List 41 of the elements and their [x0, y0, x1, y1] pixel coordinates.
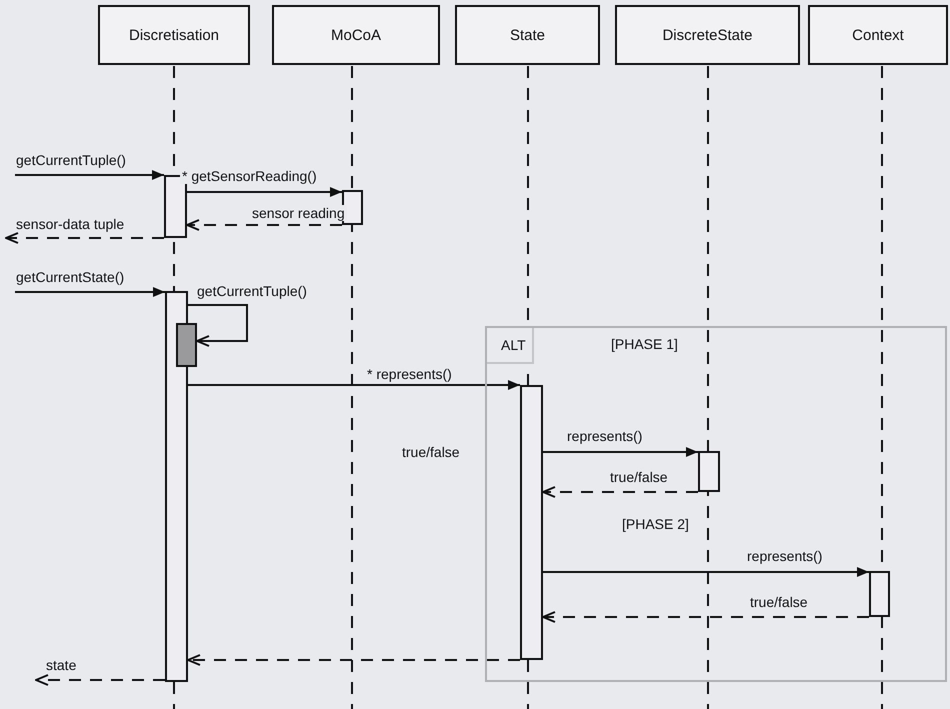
message-arrow	[15, 287, 165, 297]
activation-bar	[869, 571, 890, 617]
activation-bar	[164, 175, 187, 238]
message-label: getCurrentState()	[14, 269, 126, 285]
activation-bar	[520, 385, 543, 660]
frame-operator-tab: ALT	[487, 328, 534, 364]
message-label: true/false	[608, 469, 670, 485]
return-arrow	[542, 486, 698, 498]
participant-box: DiscreteState	[615, 5, 800, 65]
message-arrow	[15, 170, 164, 180]
return-arrow	[35, 674, 165, 686]
message-label: represents()	[565, 428, 644, 444]
message-arrow	[188, 304, 248, 347]
message-label: true/false	[400, 444, 462, 460]
message-arrow	[188, 380, 520, 390]
message-arrow	[187, 187, 342, 197]
return-arrow	[187, 654, 520, 666]
message-label: * represents()	[365, 366, 454, 382]
message-label: * getSensorReading()	[180, 168, 319, 184]
participant-box: MoCoA	[272, 5, 440, 65]
message-label: getCurrentTuple()	[195, 283, 309, 299]
guard-condition: [PHASE 2]	[621, 516, 690, 532]
activation-bar	[698, 451, 720, 492]
message-label: sensor reading	[250, 205, 347, 221]
alt-frame	[485, 326, 947, 682]
activation-bar	[342, 190, 363, 225]
return-arrow	[5, 232, 164, 244]
message-label: represents()	[745, 548, 824, 564]
activation-bar	[165, 291, 188, 682]
message-label: getCurrentTuple()	[14, 152, 128, 168]
return-arrow	[542, 611, 869, 623]
activation-bar	[176, 323, 197, 367]
return-arrow	[186, 219, 342, 231]
guard-condition: [PHASE 1]	[610, 336, 679, 352]
participant-box: Discretisation	[98, 5, 250, 65]
participant-box: Context	[808, 5, 948, 65]
message-arrow	[543, 567, 869, 577]
message-arrow	[543, 447, 698, 457]
message-label: sensor-data tuple	[14, 216, 126, 232]
participant-box: State	[455, 5, 600, 65]
message-label: true/false	[748, 594, 810, 610]
